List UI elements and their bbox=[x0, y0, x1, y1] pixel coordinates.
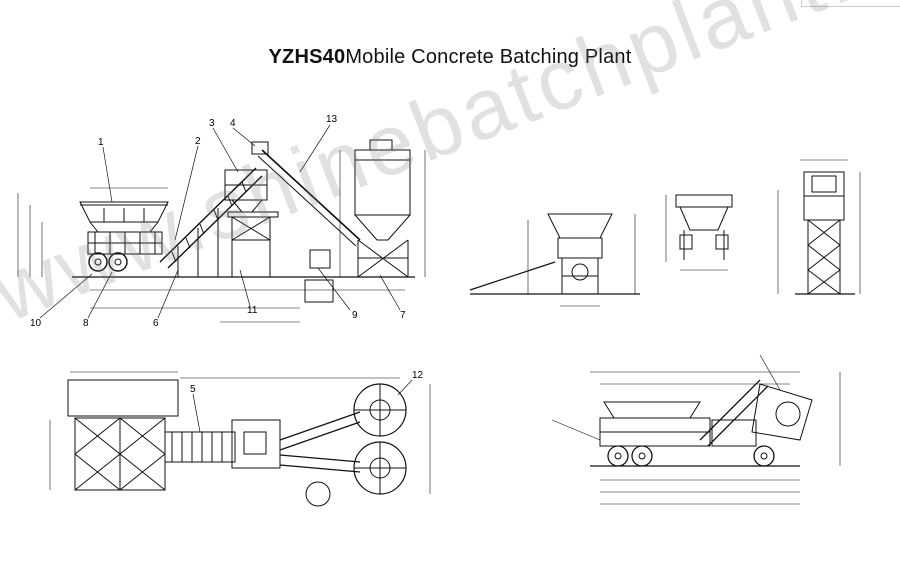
callout-11: 11 bbox=[247, 305, 258, 316]
callout-labels: 1 2 3 4 13 10 8 6 11 9 7 5 12 bbox=[30, 114, 424, 395]
callout-9: 9 bbox=[352, 310, 358, 321]
callout-12: 12 bbox=[412, 370, 424, 381]
callout-7: 7 bbox=[400, 310, 406, 321]
tower-side-view bbox=[777, 159, 861, 295]
title-text: Mobile Concrete Batching Plant bbox=[345, 46, 632, 68]
callout-3: 3 bbox=[209, 118, 215, 129]
page-title: YZHS40Mobile Concrete Batching Plant bbox=[0, 46, 900, 69]
corner-frame bbox=[801, 0, 900, 7]
callout-2: 2 bbox=[195, 136, 201, 147]
plan-view bbox=[49, 371, 431, 507]
callout-1: 1 bbox=[98, 137, 104, 148]
frame-front-view bbox=[665, 194, 733, 271]
callout-10: 10 bbox=[30, 318, 42, 329]
title-model: YZHS40 bbox=[268, 46, 346, 68]
callout-5: 5 bbox=[190, 384, 196, 395]
callout-6: 6 bbox=[153, 318, 159, 329]
end-view-ramp bbox=[469, 213, 640, 307]
transport-state-view bbox=[551, 354, 841, 505]
side-elevation-view bbox=[17, 124, 426, 323]
callout-13: 13 bbox=[326, 114, 338, 125]
callout-8: 8 bbox=[83, 318, 89, 329]
callout-4: 4 bbox=[230, 118, 236, 129]
